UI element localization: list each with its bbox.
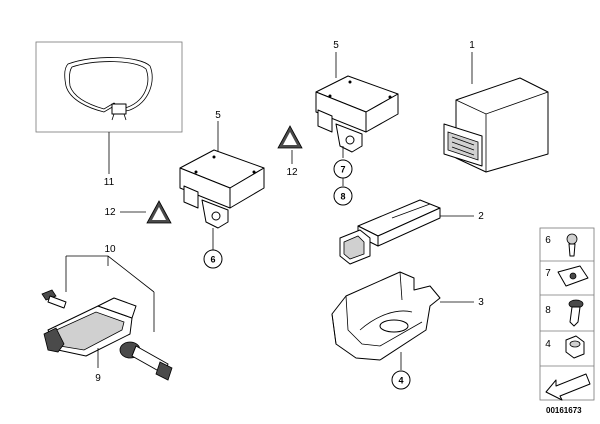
label-7: 7 — [340, 165, 345, 175]
label-12-lower: 12 — [104, 207, 116, 218]
label-5-upper: 5 — [333, 40, 339, 51]
label-4: 4 — [398, 376, 403, 386]
label-3: 3 — [478, 297, 484, 308]
antenna-illustration — [339, 199, 441, 265]
label-9: 9 — [95, 373, 101, 384]
legend-item-4-number: 4 — [545, 339, 551, 350]
legend-item-8-number: 8 — [545, 305, 551, 316]
legend-item-7-number: 7 — [545, 268, 551, 279]
label-8: 8 — [340, 192, 345, 202]
legend-item-6-number: 6 — [545, 235, 551, 246]
sensor-module-lower-illustration — [179, 149, 265, 229]
warning-label-lower-icon — [146, 200, 172, 224]
cable-harness-illustration — [35, 41, 183, 133]
warning-label-upper-icon — [277, 125, 303, 149]
hex-nut-icon — [565, 335, 585, 359]
legend-panel: 6 7 8 4 — [539, 227, 595, 401]
tpms-sensor-illustration — [43, 297, 137, 357]
arrow-icon — [545, 373, 591, 401]
holder-bracket-illustration — [331, 271, 441, 361]
screw-icon — [566, 233, 578, 257]
label-11: 11 — [104, 177, 115, 188]
label-2: 2 — [478, 211, 484, 222]
document-id: 00161673 — [546, 406, 582, 415]
circle-marker-8 — [333, 186, 353, 206]
label-1: 1 — [469, 40, 475, 51]
rivet-icon — [568, 299, 584, 327]
label-10: 10 — [104, 244, 116, 255]
control-unit-illustration — [443, 77, 549, 173]
screw-illustration — [41, 289, 67, 309]
circle-marker-4 — [391, 370, 411, 390]
label-5-lower: 5 — [215, 110, 221, 121]
label-12-upper: 12 — [286, 167, 298, 178]
sensor-module-upper-illustration — [315, 75, 399, 153]
circle-marker-6 — [203, 249, 223, 269]
label-6: 6 — [210, 255, 215, 265]
clip-nut-icon — [557, 265, 589, 287]
valve-stem-illustration — [119, 341, 173, 381]
